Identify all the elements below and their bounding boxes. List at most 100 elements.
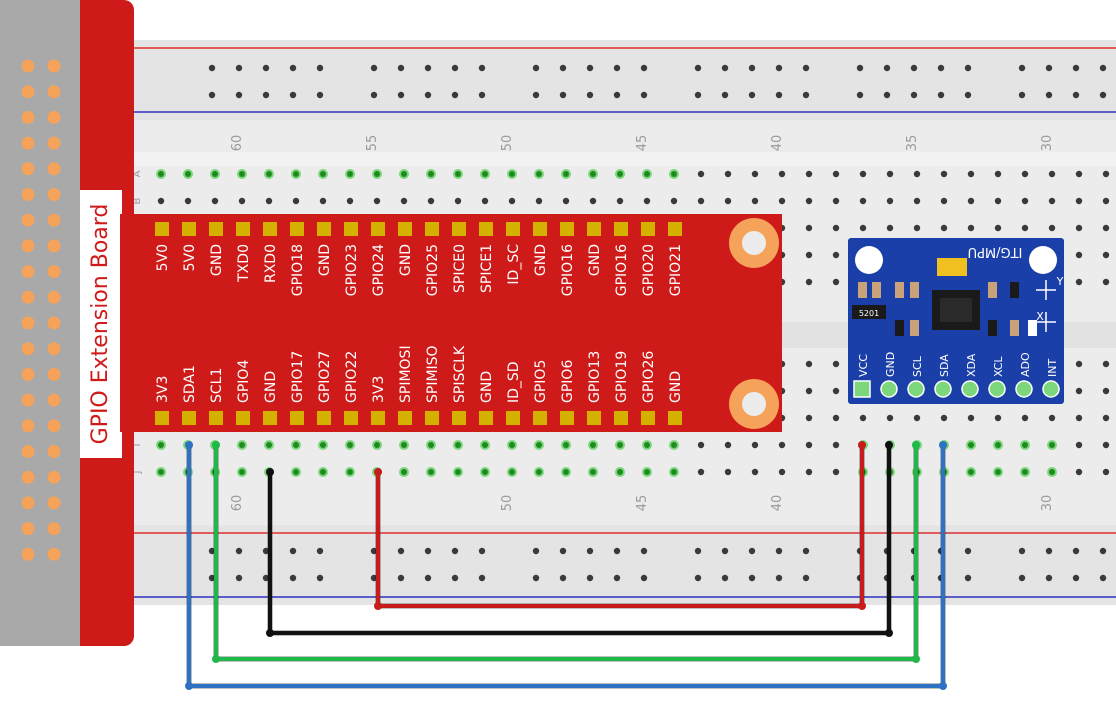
breadboard-hole-center	[590, 442, 596, 448]
header-label-top: GPIO16	[560, 244, 576, 296]
pi-pin	[21, 290, 35, 304]
breadboard-hole-center	[1022, 469, 1028, 475]
mpu-pin	[1042, 380, 1060, 398]
breadboard-hole	[1021, 197, 1029, 205]
header-label-bottom: GPIO4	[236, 360, 252, 403]
breadboard-hole-center	[266, 442, 272, 448]
mpu-pin	[907, 380, 925, 398]
breadboard-hole	[994, 197, 1002, 205]
rail-hole	[235, 547, 243, 555]
rail-hole	[1018, 574, 1026, 582]
breadboard-hole	[913, 224, 921, 232]
mpu-capacitor	[937, 258, 967, 276]
wire-joint	[374, 602, 382, 610]
header-pin-top	[209, 222, 223, 236]
breadboard-hole	[1075, 387, 1083, 395]
rail-hole	[208, 547, 216, 555]
rail-hole	[748, 64, 756, 72]
rail-hole	[235, 574, 243, 582]
wire-3v3-to-vcc	[376, 445, 864, 608]
mpu-resistors	[858, 282, 1037, 336]
header-pin-top	[425, 222, 439, 236]
breadboard-hole	[778, 441, 786, 449]
breadboard-hole	[643, 197, 651, 205]
wire-joint	[185, 441, 193, 449]
breadboard-hole	[562, 197, 570, 205]
header-pin-bottom	[452, 411, 466, 425]
rail-hole	[316, 574, 324, 582]
mpu-pin-label: XDA	[965, 353, 978, 377]
column-number-top: 60	[230, 135, 245, 152]
breadboard-hole	[832, 414, 840, 422]
breadboard-hole	[832, 387, 840, 395]
rail-hole	[316, 64, 324, 72]
pi-pin	[21, 547, 35, 561]
breadboard-hole	[589, 197, 597, 205]
rail-hole	[1099, 574, 1107, 582]
rail-hole	[262, 64, 270, 72]
breadboard-hole	[1075, 360, 1083, 368]
header-label-bottom: GPIO6	[560, 360, 576, 403]
rail-hole	[1018, 64, 1026, 72]
pi-pin	[21, 393, 35, 407]
breadboard-hole	[1075, 441, 1083, 449]
breadboard-hole	[886, 170, 894, 178]
mpu-pin-label: GND	[884, 352, 897, 377]
extension-board-header-area	[120, 214, 782, 432]
rail-hole	[856, 91, 864, 99]
breadboard-hole	[427, 197, 435, 205]
breadboard-hole	[805, 278, 813, 286]
header-label-bottom: ID_SD	[506, 361, 522, 403]
pi-pin	[47, 162, 61, 176]
header-pin-bottom	[209, 411, 223, 425]
rail-hole	[613, 574, 621, 582]
breadboard-hole	[724, 170, 732, 178]
mpu-pin-label: SDA	[938, 354, 951, 377]
header-pin-bottom	[236, 411, 250, 425]
rail-hole	[532, 547, 540, 555]
breadboard-hole	[670, 197, 678, 205]
rail-hole	[397, 547, 405, 555]
rail-hole	[532, 574, 540, 582]
breadboard-hole	[832, 170, 840, 178]
breadboard-hole-center	[428, 469, 434, 475]
rail-hole	[559, 91, 567, 99]
breadboard-hole-center	[482, 469, 488, 475]
breadboard-hole	[805, 468, 813, 476]
header-pin-bottom	[506, 411, 520, 425]
breadboard-hole	[1048, 170, 1056, 178]
breadboard-hole-center	[563, 171, 569, 177]
breadboard-hole	[1075, 224, 1083, 232]
axis-label-y: Y	[1056, 275, 1064, 288]
rail-hole	[478, 91, 486, 99]
rail-hole	[451, 64, 459, 72]
breadboard-hole	[778, 468, 786, 476]
pi-pin	[21, 316, 35, 330]
header-pin-bottom	[668, 411, 682, 425]
breadboard-hole	[859, 224, 867, 232]
breadboard-hole	[994, 170, 1002, 178]
mpu-pin-label: SCL	[911, 355, 924, 377]
rail-hole	[1072, 64, 1080, 72]
header-pin-bottom	[344, 411, 358, 425]
pi-pin	[47, 522, 61, 536]
breadboard-hole	[616, 197, 624, 205]
column-number-top: 55	[365, 135, 380, 152]
breadboard-hole	[1021, 170, 1029, 178]
column-number-bottom: 30	[1040, 495, 1055, 512]
rail-hole	[1045, 574, 1053, 582]
rail-hole	[316, 91, 324, 99]
mpu-pin-label: INT	[1046, 359, 1059, 377]
rail-hole	[559, 64, 567, 72]
breadboard-hole-center	[671, 171, 677, 177]
mpu-pin	[880, 380, 898, 398]
breadboard-hole	[805, 414, 813, 422]
pi-pin	[21, 265, 35, 279]
pi-pin	[21, 162, 35, 176]
rail-hole	[532, 91, 540, 99]
header-label-bottom: SPIMISO	[425, 345, 441, 403]
header-label-top: GND	[209, 244, 225, 276]
breadboard-hole-center	[617, 171, 623, 177]
